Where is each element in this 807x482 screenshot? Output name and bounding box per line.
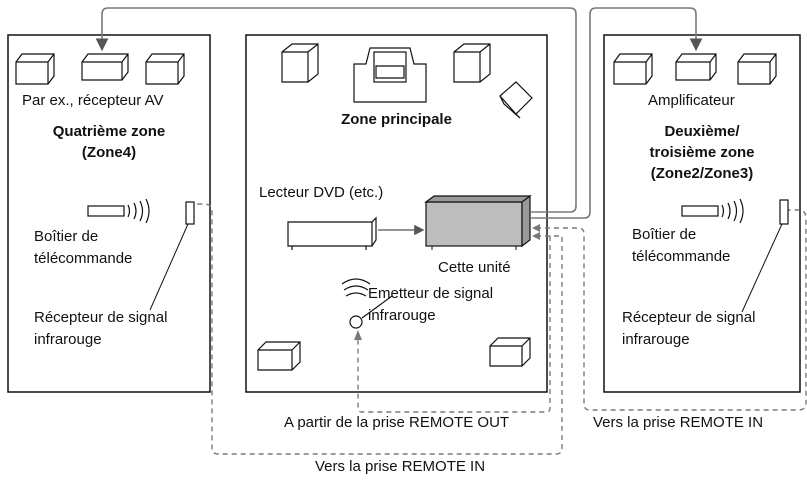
left-receiver-line1: Récepteur de signal: [34, 309, 168, 326]
right-remote: [681, 198, 744, 224]
remote-dashed-lines: [196, 203, 807, 455]
left-receiver-label: Récepteur de signal infrarouge: [34, 309, 167, 349]
left-receiver-pointer: [149, 223, 189, 311]
left-ir-receiver: [185, 201, 195, 225]
left-receiver-line2: infrarouge: [34, 331, 102, 348]
main-unit: [424, 194, 532, 250]
right-zone-title-line3: (Zone2/Zone3): [650, 165, 754, 182]
emitter-line1: Emetteur de signal: [368, 285, 494, 302]
zone-connectors: [95, 7, 703, 219]
unit-label: Cette unité: [438, 259, 511, 276]
right-ir-receiver: [779, 199, 789, 225]
right-zone-title-line1: Deuxième/: [664, 123, 740, 140]
left-zone-title-line1: Quatrième zone: [52, 123, 166, 140]
right-remote-line1: Boîtier de: [632, 226, 697, 243]
dvd-player: [287, 216, 377, 250]
main-zone-box: [245, 34, 548, 393]
right-receiver-label: Récepteur de signal infrarouge: [622, 309, 755, 349]
right-zone-title-line2: troisième zone: [649, 144, 755, 161]
right-device-label: Amplificateur: [648, 92, 735, 109]
dvd-label: Lecteur DVD (etc.): [259, 184, 384, 201]
main-speakers: [257, 43, 533, 371]
main-zone-title: Zone principale: [341, 111, 452, 128]
left-zone-title: Quatrième zone (Zone4): [8, 123, 210, 162]
emitter-label: Emetteur de signal infrarouge: [368, 285, 493, 325]
remote-in-center-label: Vers la prise REMOTE IN: [315, 458, 486, 475]
left-remote-line2: télécommande: [34, 250, 133, 267]
remote-out-label: A partir de la prise REMOTE OUT: [284, 414, 510, 431]
remote-in-right-label: Vers la prise REMOTE IN: [593, 414, 764, 431]
left-zone-box: [7, 34, 211, 393]
left-zone-title-line2: (Zone4): [81, 144, 137, 161]
right-speakers: [613, 53, 777, 85]
left-device-label: Par ex., récepteur AV: [22, 92, 164, 109]
right-remote-line2: télécommande: [632, 248, 731, 265]
right-zone-box: [603, 34, 801, 393]
right-receiver-pointer: [741, 223, 783, 313]
right-receiver-line2: infrarouge: [622, 331, 690, 348]
right-receiver-line1: Récepteur de signal: [622, 309, 756, 326]
left-remote: [87, 198, 150, 224]
emitter-line2: infrarouge: [368, 307, 436, 324]
right-zone-title: Deuxième/ troisième zone (Zone2/Zone3): [604, 123, 800, 183]
left-speakers: [15, 53, 185, 85]
ir-emitter: [341, 278, 393, 329]
left-remote-line1: Boîtier de: [34, 228, 99, 245]
left-remote-label: Boîtier de télécommande: [34, 228, 132, 268]
right-remote-label: Boîtier de télécommande: [632, 226, 730, 266]
